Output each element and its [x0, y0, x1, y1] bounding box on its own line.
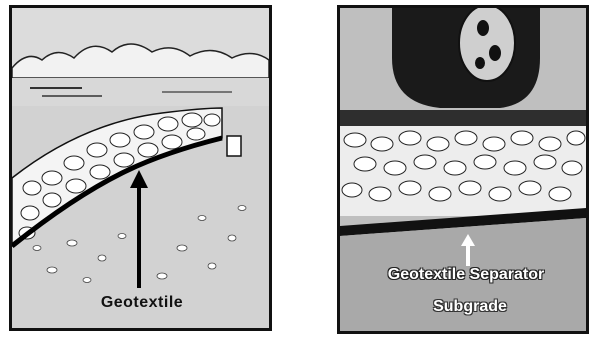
diagram-panel-embankment: Geotextile: [9, 5, 272, 331]
lug-nut: [489, 45, 501, 61]
pavement-surface: [340, 110, 586, 126]
lug-nut: [477, 20, 489, 36]
lug-nut: [475, 57, 485, 69]
culvert-block: [227, 136, 241, 156]
geotextile-separator-label: Geotextile Separator: [358, 266, 574, 284]
subgrade-label: Subgrade: [380, 298, 560, 316]
embankment-illustration: [12, 8, 269, 328]
diagram-panel-road-section: Geotextile Separator Subgrade: [337, 5, 589, 334]
geotextile-label: Geotextile: [72, 294, 212, 312]
wheel-hub: [459, 8, 515, 81]
